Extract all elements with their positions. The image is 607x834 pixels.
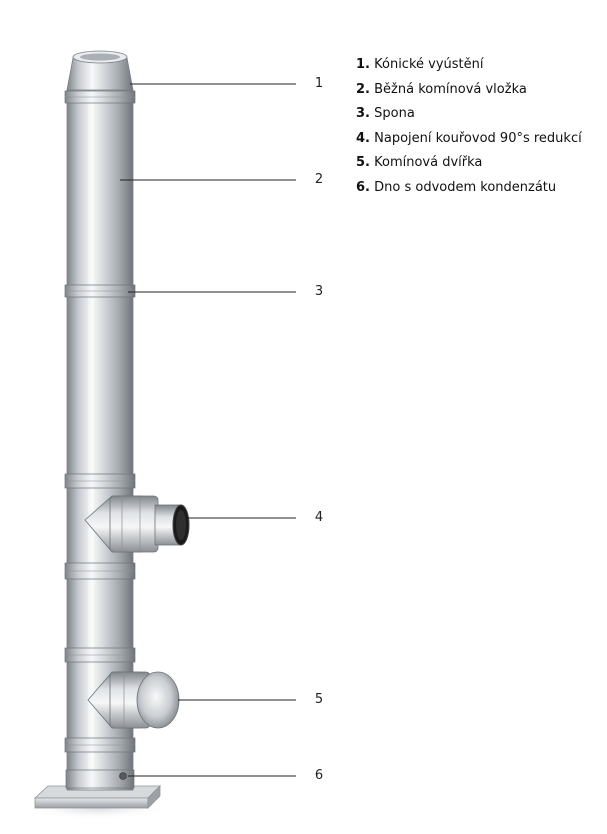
legend-number: 6. [356, 179, 370, 195]
legend-label: Dno s odvodem kondenzátu [374, 179, 557, 195]
callout-number-6: 6 [314, 768, 324, 783]
legend-label: Napojení kouřovod 90°s redukcí [374, 130, 582, 146]
callout-number-2: 2 [314, 172, 324, 187]
legend-number: 3. [356, 106, 370, 121]
legend-number: 1. [356, 57, 370, 72]
legend-item: 2. Běžná komínová vložka [356, 78, 582, 103]
legend-number: 4. [356, 130, 370, 146]
legend-item: 3. Spona [356, 102, 582, 127]
leader-lines [120, 83, 296, 777]
legend-label: Běžná komínová vložka [374, 81, 527, 97]
legend-label: Kónické vyústění [374, 57, 484, 72]
legend-label: Komínová dvířka [374, 155, 483, 170]
legend-item: 4. Napojení kouřovod 90°s redukcí [356, 127, 582, 152]
callout-number-1: 1 [314, 76, 324, 91]
legend-item: 6. Dno s odvodem kondenzátu [356, 176, 582, 201]
legend-number: 2. [356, 81, 370, 97]
legend-item: 1. Kónické vyústění [356, 53, 582, 78]
legend-label: Spona [374, 106, 415, 121]
callout-number-3: 3 [314, 284, 324, 299]
tube-sheen [88, 92, 94, 788]
conical-top [66, 50, 134, 91]
callout-number-5: 5 [314, 692, 324, 707]
flue-connector [84, 495, 190, 553]
callout-number-4: 4 [314, 510, 324, 525]
legend-number: 5. [356, 155, 370, 170]
cleaning-door [87, 671, 180, 729]
tube-bands [64, 90, 136, 789]
parts-legend: 1. Kónické vyústění 2. Běžná komínová vl… [356, 53, 582, 200]
condensate-outlet [119, 772, 127, 780]
legend-item: 5. Komínová dvířka [356, 151, 582, 176]
